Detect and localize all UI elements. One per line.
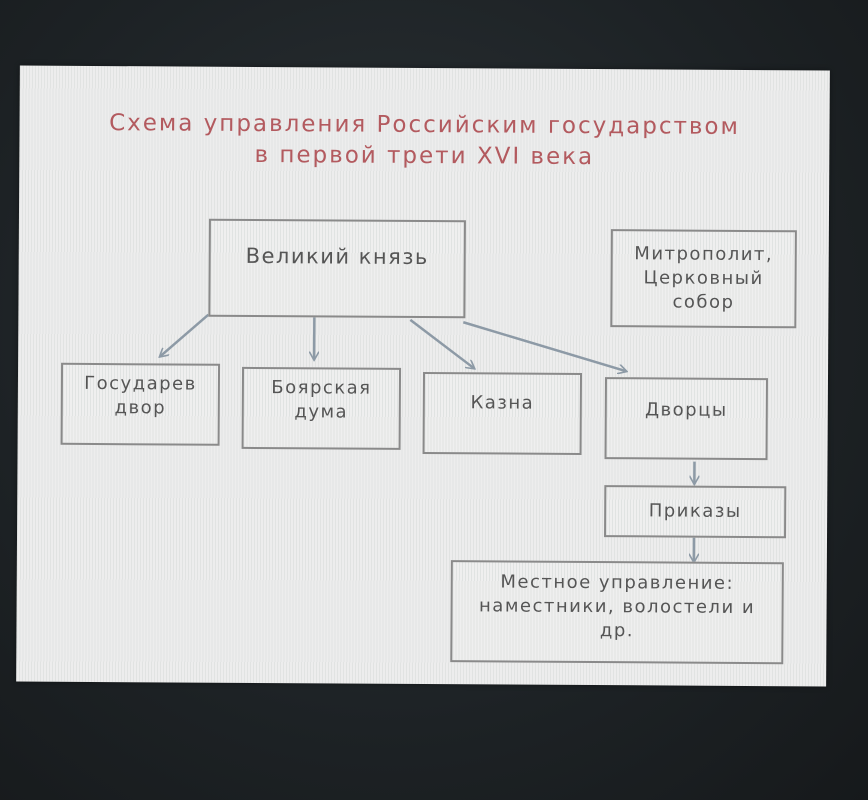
node-metropolitan: Митрополит, Церковный собор [610, 229, 797, 329]
node-sovereign-court-label: Государев двор [84, 372, 197, 419]
arrow-to-palaces [462, 321, 626, 371]
node-metropolitan-label: Митрополит, Церковный собор [634, 242, 774, 314]
connector-arrows [16, 313, 830, 687]
node-prikazy: Приказы [604, 485, 787, 539]
slide: Схема управления Российским государством… [16, 65, 830, 687]
node-local-government: Местное управление: наместники, волостел… [450, 560, 784, 665]
node-treasury-label: Казна [470, 392, 535, 414]
node-grand-prince: Великий князь [208, 218, 466, 319]
node-boyar-duma: Боярская дума [241, 366, 402, 450]
node-treasury: Казна [422, 372, 583, 455]
node-prikazy-label: Приказы [648, 500, 742, 522]
node-grand-prince-label: Великий князь [245, 243, 429, 269]
node-sovereign-court: Государев двор [60, 362, 221, 446]
node-palaces-label: Дворцы [644, 399, 728, 421]
node-boyar-duma-label: Боярская дума [271, 376, 372, 423]
arrow-to-treasury [409, 318, 474, 368]
node-palaces: Дворцы [604, 377, 768, 461]
node-local-government-label: Местное управление: наместники, волостел… [479, 571, 756, 642]
arrow-to-sovereign-court [160, 313, 210, 356]
